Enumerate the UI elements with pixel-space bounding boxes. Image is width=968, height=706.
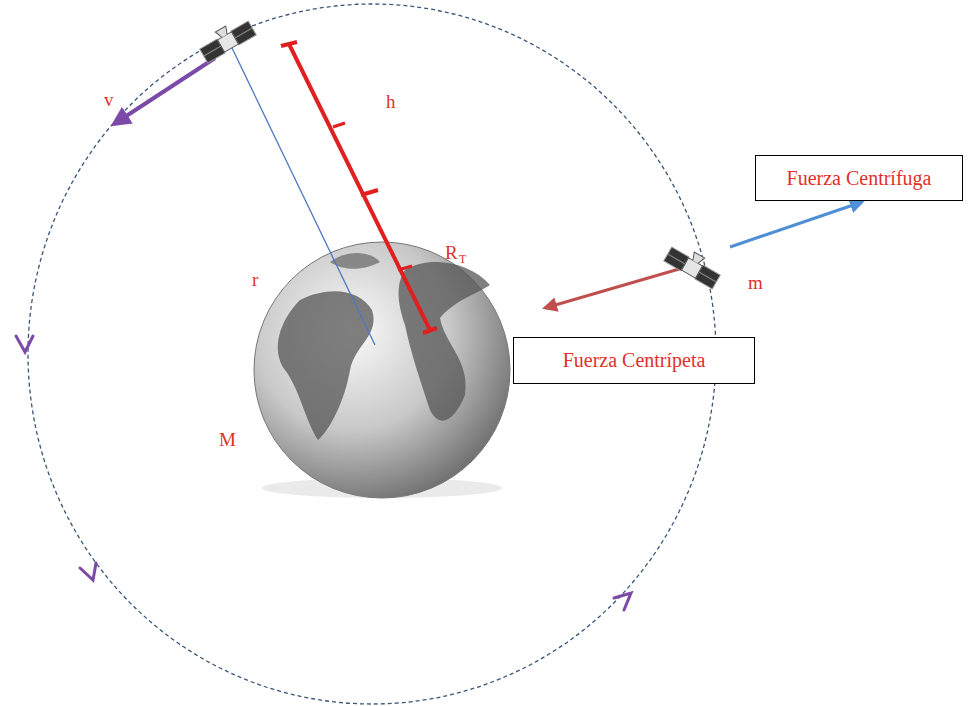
height-label: h <box>386 92 396 111</box>
force-box: Fuerza Centrípeta <box>513 337 755 384</box>
velocity-label: v <box>104 90 114 109</box>
satellite-mass-label: m <box>748 273 763 292</box>
force-label: Fuerza Centrípeta <box>563 349 706 372</box>
earth-radius-subscript: T <box>459 253 466 265</box>
radius-label: r <box>252 270 258 289</box>
earth-mass-label: M <box>219 430 236 449</box>
earth-radius-label: R <box>445 243 458 262</box>
force-box: Fuerza Centrífuga <box>755 155 963 201</box>
force-label: Fuerza Centrífuga <box>787 167 932 190</box>
